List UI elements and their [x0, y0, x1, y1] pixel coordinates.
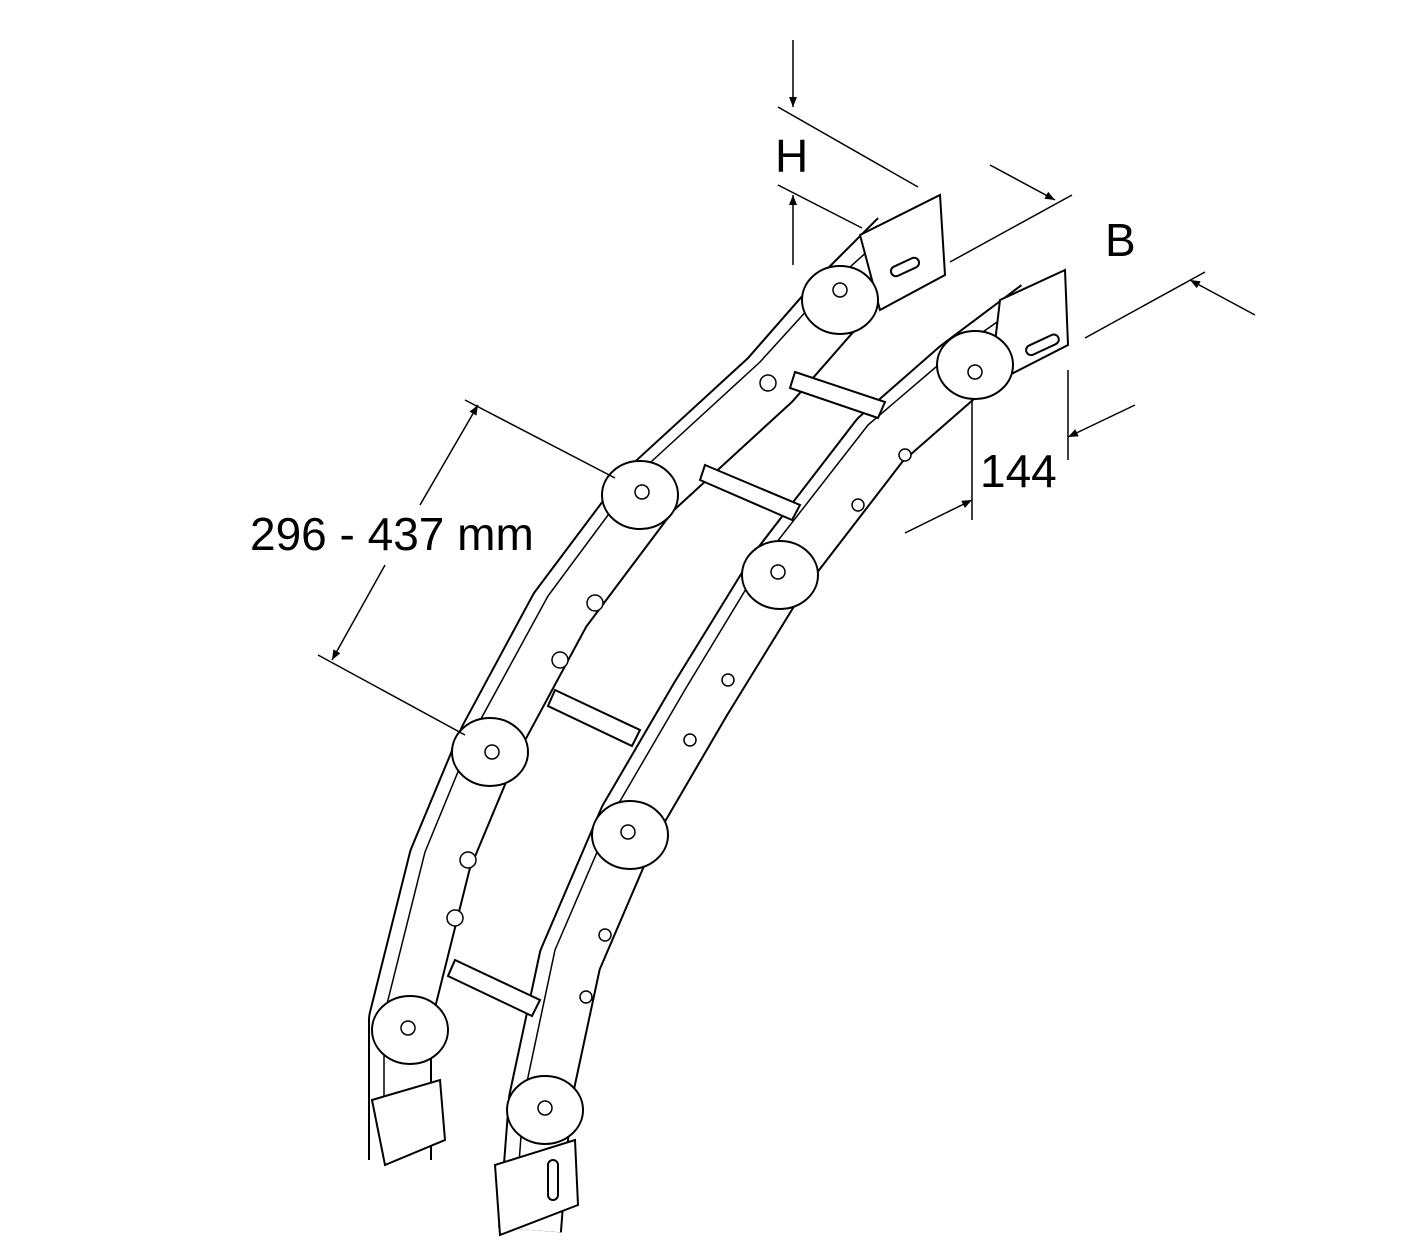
height-label: H [775, 130, 808, 182]
width-label: B [1105, 214, 1136, 266]
side-height-label: 144 [980, 445, 1057, 497]
rungs [446, 370, 887, 1018]
bolt-icons [400, 282, 983, 1116]
rail-holes [446, 374, 777, 927]
dimension-lines [317, 40, 1256, 736]
left-rail [368, 217, 923, 1160]
right-rail [498, 284, 1060, 1233]
segment-length-label: 296 - 437 mm [250, 508, 534, 560]
